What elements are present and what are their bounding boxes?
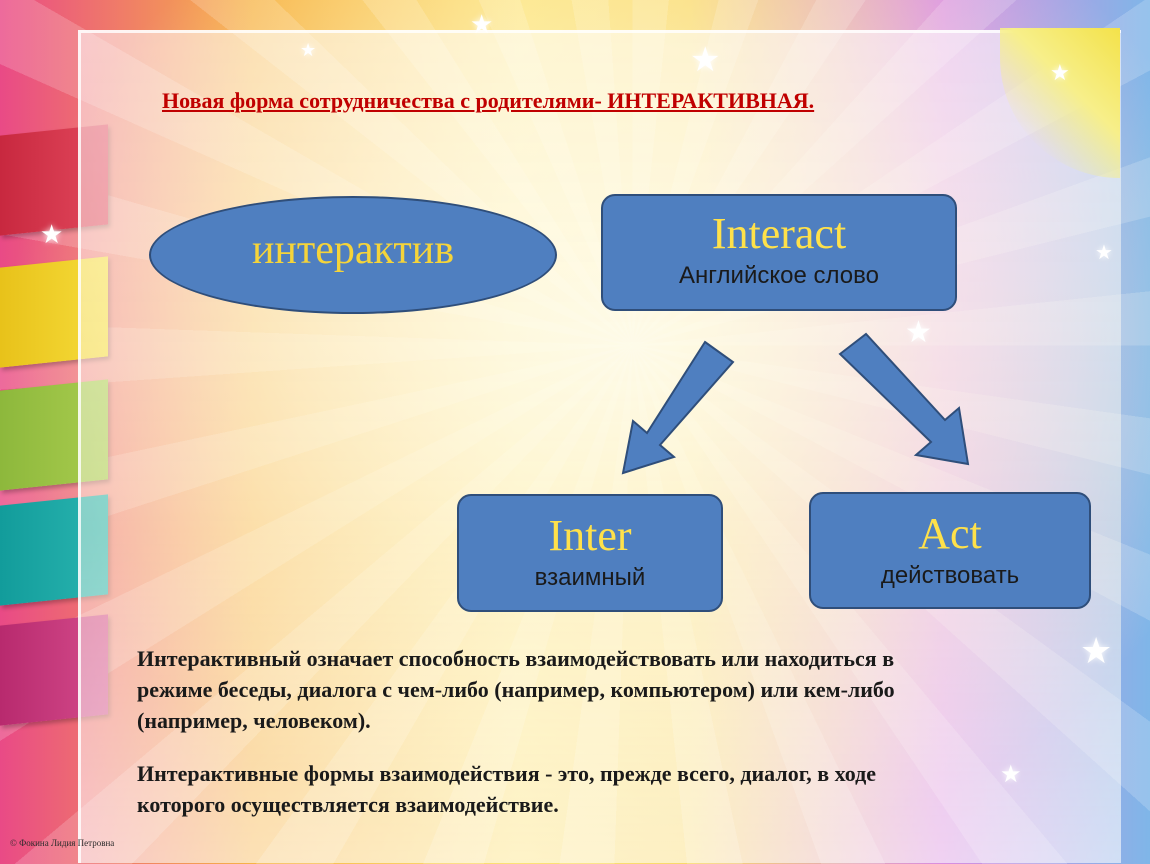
ellipse-label: интерактив [251,227,455,273]
box-inter: Inter взаимный [457,494,723,612]
star-icon: ★ [470,10,494,39]
star-icon: ★ [1000,762,1022,788]
star-icon: ★ [40,220,64,249]
act-word: Act [918,509,982,558]
inter-word: Inter [548,511,632,560]
author-credit: © Фокина Лидия Петровна [10,838,115,848]
star-icon: ★ [1080,631,1113,671]
star-icon: ★ [905,316,932,349]
interact-word: Interact [711,209,847,258]
inter-translation: взаимный [534,564,646,592]
arrow-right [838,332,970,466]
slide-title: Новая форма сотрудничества с родителями-… [162,88,815,113]
act-translation: действовать [880,562,1020,590]
star-icon: ★ [690,42,721,79]
interact-translation: Английское слово [679,262,879,290]
box-act: Act действовать [809,492,1091,609]
box-interact: Interact Английское слово [601,194,957,311]
star-icon: ★ [1095,242,1113,264]
ellipse-interactive: интерактив [149,196,557,314]
arrow-left [621,340,735,475]
forms-paragraph: Интерактивные формы взаимодействия - это… [137,761,877,817]
star-icon: ★ [300,40,317,60]
definition-paragraph: Интерактивный означает способность взаим… [137,646,895,733]
star-icon: ★ [1050,60,1070,85]
